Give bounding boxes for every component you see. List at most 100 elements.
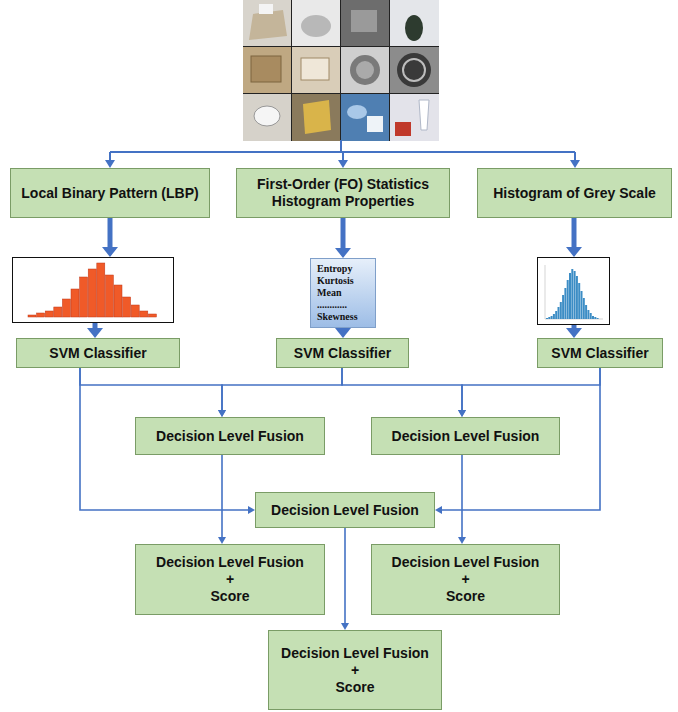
fusion-connector (458, 455, 466, 544)
histogram-bar (548, 317, 550, 319)
histogram-bar (585, 305, 587, 319)
photo-paper (301, 58, 329, 80)
node-label: Mean (317, 287, 341, 299)
statistics-list-box: EntropyKurtosisMean............Skewness (310, 258, 376, 328)
histogram-bar (551, 316, 553, 319)
arrowhead (566, 247, 582, 257)
split-line (110, 140, 575, 161)
histogram-bars (28, 263, 156, 317)
histogram-bar (148, 314, 156, 317)
arrowhead (458, 410, 466, 417)
histogram-bar (569, 273, 571, 319)
photo-red-bag (395, 122, 411, 136)
node-label: + (461, 571, 469, 588)
histogram-bar (131, 305, 139, 317)
photo-bottle (405, 15, 423, 41)
histogram-bar (54, 307, 62, 317)
arrowhead (218, 410, 226, 417)
photo-cell (341, 0, 389, 46)
histogram-bar (28, 315, 36, 317)
grey-histogram (538, 258, 610, 325)
fusion-score-box: Decision Level Fusion+Score (135, 544, 325, 615)
histogram-bar (597, 318, 599, 319)
histogram-bar (555, 311, 557, 319)
fusion-connector (342, 368, 466, 417)
photo-bag (301, 15, 331, 37)
node-label: Decision Level Fusion (156, 428, 304, 445)
connector-line (221, 455, 223, 537)
node-label: Kurtosis (317, 275, 354, 287)
histogram-bar (37, 313, 45, 317)
photo-plastic (367, 116, 383, 132)
fusion-connector (218, 368, 342, 417)
histogram-bar (80, 277, 88, 317)
connector-line (341, 218, 346, 248)
node-label: SVM Classifier (551, 345, 648, 362)
fusion-connector (458, 368, 600, 417)
histogram-bar (558, 307, 560, 319)
arrowhead (338, 160, 348, 168)
histogram-bar (564, 288, 566, 319)
arrowhead (570, 160, 580, 168)
arrowhead (218, 537, 226, 544)
photo-cell (243, 47, 291, 93)
photo-can (350, 55, 380, 85)
fusion-connector (80, 368, 226, 417)
photo-tin (397, 53, 431, 87)
flow-arrow (335, 218, 351, 258)
photo-cell (390, 0, 439, 46)
histogram-bar (574, 271, 576, 319)
node-label: Local Binary Pattern (LBP) (21, 185, 198, 202)
feature-box: Local Binary Pattern (LBP) (10, 168, 210, 218)
node-label: SVM Classifier (49, 345, 146, 362)
photo-cardboard (249, 10, 287, 40)
connector-line (344, 528, 346, 623)
fusion-connector (341, 528, 349, 630)
photo-cell (390, 94, 439, 141)
connector-line (80, 368, 222, 410)
node-label: Decision Level Fusion (156, 554, 304, 571)
histogram-bar (140, 311, 148, 317)
node-label: Decision Level Fusion (281, 645, 429, 662)
flow-arrow (335, 328, 351, 338)
histogram-bar (560, 302, 562, 319)
fusion-box: Decision Level Fusion (255, 492, 435, 528)
node-label: Score (211, 588, 250, 605)
feature-box: First-Order (FO) Statistics Histogram Pr… (236, 168, 450, 218)
histogram-bar (578, 283, 580, 319)
histogram-bar (562, 295, 564, 319)
fusion-score-box: Decision Level Fusion+Score (371, 544, 560, 615)
photo-packet (303, 100, 331, 134)
photo-cell (390, 47, 439, 93)
arrowhead (566, 328, 582, 338)
split-arrowheads (105, 160, 580, 168)
photo-cup (254, 106, 280, 126)
histogram-bar (114, 285, 122, 317)
flow-arrow (572, 325, 577, 328)
histogram-bar (592, 316, 594, 319)
arrowhead (335, 328, 351, 338)
node-label: First-Order (FO) Statistics Histogram Pr… (244, 176, 442, 210)
photo-can-top (356, 61, 374, 79)
arrowhead (87, 328, 103, 338)
histogram-bar (553, 314, 555, 319)
arrowhead (335, 248, 351, 258)
histogram-bar (97, 263, 105, 317)
node-label: Entropy (317, 263, 352, 275)
node-label: Histogram of Grey Scale (493, 185, 656, 202)
lbp-histogram (13, 258, 174, 323)
collage-frame (243, 0, 439, 141)
histogram-bar (62, 299, 70, 317)
classifier-box: SVM Classifier (276, 338, 409, 368)
photo-box (251, 56, 281, 82)
photo-cell (292, 47, 340, 93)
histogram-bar (71, 289, 79, 317)
connector-line (222, 368, 342, 410)
photo-plastic (347, 105, 367, 119)
node-label: Score (336, 679, 375, 696)
photo-cell (292, 0, 340, 46)
histogram-bar (567, 280, 569, 319)
arrowhead (458, 410, 466, 417)
fusion-box: Decision Level Fusion (371, 417, 560, 455)
